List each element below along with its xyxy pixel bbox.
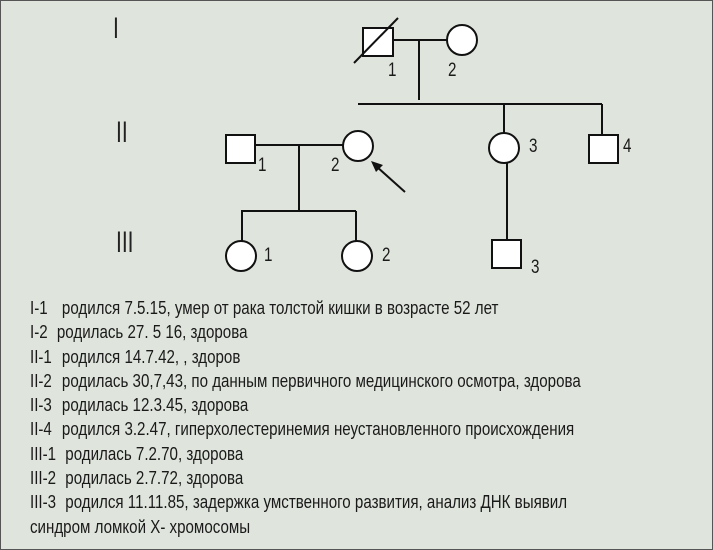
note-text: родился 3.2.47, гиперхолестеринемия неус…: [61, 419, 575, 440]
label-I-2: 2: [448, 60, 457, 81]
female-II-2-proband: [342, 130, 374, 162]
generation-label-II: II: [116, 116, 128, 149]
male-I-1: [362, 27, 394, 57]
deceased-slash: [353, 17, 399, 64]
generation-label-III: III: [116, 226, 134, 259]
pedigree-notes: I-1 родился 7.5.15, умер от рака толстой …: [30, 296, 581, 539]
arrow-head-icon: [371, 161, 383, 172]
note-line: II-4 родился 3.2.47, гиперхолестеринемия …: [30, 417, 581, 441]
note-id: II-4: [30, 419, 52, 440]
label-II-2: 2: [331, 155, 340, 176]
note-id: II-2: [30, 370, 52, 391]
label-III-2: 2: [382, 245, 391, 266]
note-id: III-1: [30, 443, 57, 464]
female-III-1: [225, 240, 257, 272]
note-line: III-1 родилась 7.2.70, здорова: [30, 442, 581, 466]
note-text: родилась 30,7,43, по данным первичного м…: [61, 370, 581, 391]
note-id: III-2: [30, 468, 57, 489]
note-line: II-2 родилась 30,7,43, по данным первично…: [30, 369, 581, 393]
label-II-1: 1: [258, 155, 267, 176]
note-line: синдром ломкой Х- хромосомы: [30, 515, 581, 539]
note-line: I-2 родилась 27. 5 16, здорова: [30, 320, 581, 344]
female-I-2: [446, 24, 478, 56]
label-II-4: 4: [623, 136, 632, 157]
note-line: III-2 родилась 2.7.72, здорова: [30, 466, 581, 490]
note-text: родилась 27. 5 16, здорова: [56, 322, 248, 343]
label-III-1: 1: [264, 245, 273, 266]
male-III-3: [491, 239, 522, 269]
male-II-4: [588, 134, 619, 164]
note-text: синдром ломкой Х- хромосомы: [30, 516, 251, 537]
note-line: II-3 родилась 12.3.45, здорова: [30, 393, 581, 417]
note-line: III-3 родился 11.11.85, задержка умственн…: [30, 490, 581, 514]
note-id: I-2: [30, 322, 48, 343]
note-text: родилась 2.7.72, здорова: [65, 468, 244, 489]
note-id: II-3: [30, 395, 52, 416]
label-II-3: 3: [529, 136, 538, 157]
label-III-3: 3: [531, 257, 540, 278]
note-line: II-1 родился 14.7.42, , здоров: [30, 345, 581, 369]
female-III-2: [341, 240, 373, 272]
label-I-1: 1: [388, 60, 397, 81]
note-text: родилась 7.2.70, здорова: [65, 443, 244, 464]
note-text: родился 7.5.15, умер от рака толстой киш…: [61, 298, 499, 318]
note-text: родился 14.7.42, , здоров: [61, 346, 241, 367]
male-II-1: [225, 134, 256, 164]
female-II-3: [488, 132, 520, 164]
generation-label-I: I: [113, 12, 119, 45]
note-id: I-1: [30, 298, 48, 318]
note-line: I-1 родился 7.5.15, умер от рака толстой …: [30, 296, 581, 320]
note-text: родилась 12.3.45, здорова: [61, 395, 249, 416]
note-text: родился 11.11.85, задержка умственного р…: [65, 492, 568, 513]
note-id: III-3: [30, 492, 57, 513]
note-id: II-1: [30, 346, 52, 367]
proband-arrow: [375, 165, 406, 193]
